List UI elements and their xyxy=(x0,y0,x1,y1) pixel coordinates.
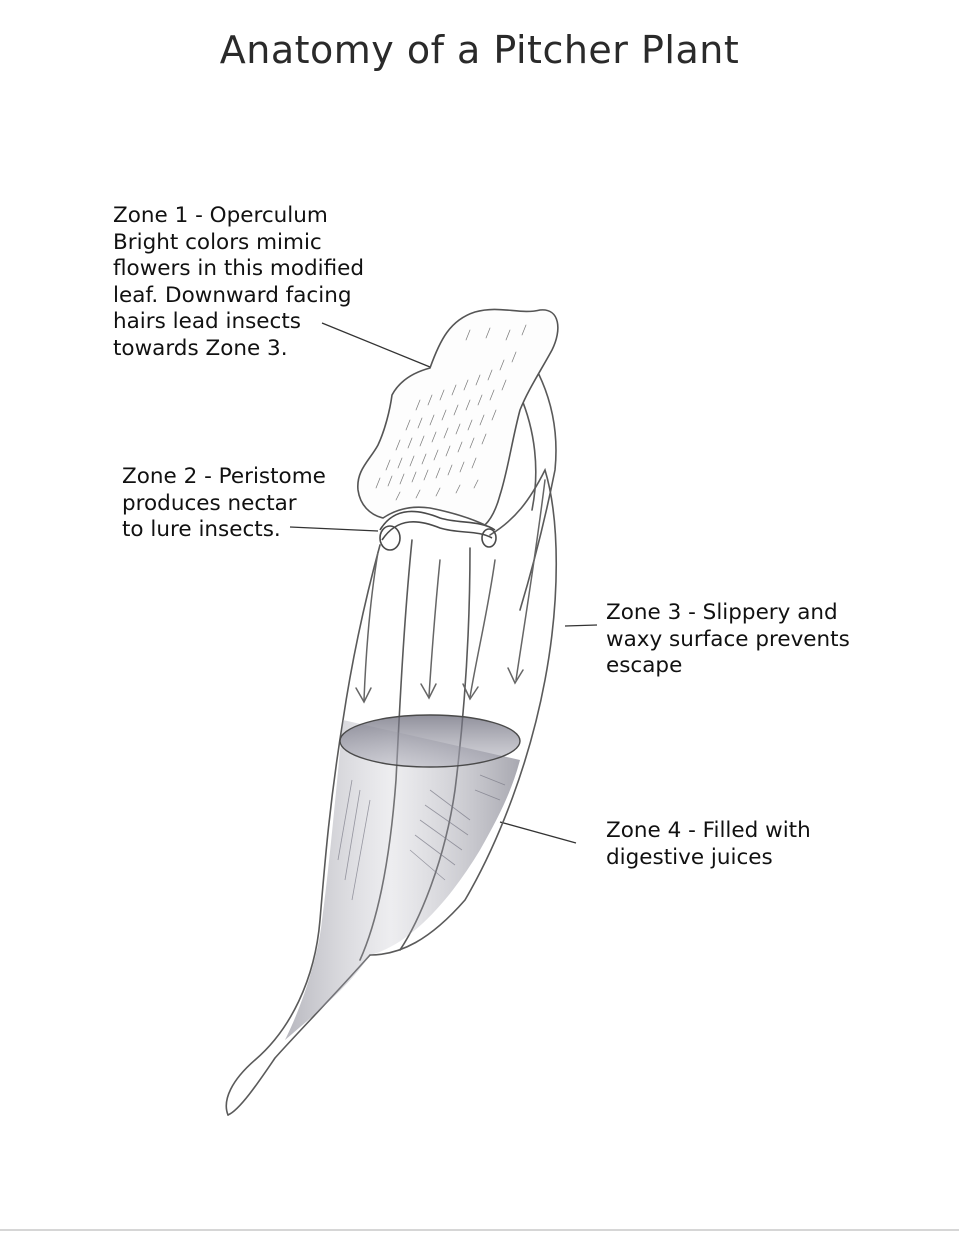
digestive-fluid-shading xyxy=(285,720,520,1040)
page-edge xyxy=(0,1229,959,1231)
zone2-label: Zone 2 - Peristome produces nectar to lu… xyxy=(122,464,326,544)
zone3-line: waxy surface prevents xyxy=(606,626,850,652)
zone2-line: Zone 2 - Peristome xyxy=(122,464,326,489)
zone1-label: Zone 1 - Operculum Bright colors mimic f… xyxy=(113,203,364,362)
downward-arrows xyxy=(355,479,546,704)
arrow-4 xyxy=(515,479,546,681)
zone4-label: Zone 4 - Filled with digestive juices xyxy=(606,818,811,871)
zone4-line: digestive juices xyxy=(606,844,773,870)
zone3-leader-line xyxy=(564,624,598,627)
operculum-lid xyxy=(357,308,559,526)
zone1-line: leaf. Downward facing xyxy=(113,282,352,308)
zone2-leader-line xyxy=(289,526,379,532)
zone4-line: Zone 4 - Filled with xyxy=(606,818,811,843)
fluid-surface xyxy=(339,714,521,768)
zone4-leader-line xyxy=(499,821,577,844)
arrow-2 xyxy=(428,559,441,697)
zone3-label: Zone 3 - Slippery and waxy surface preve… xyxy=(606,600,850,680)
zone1-line: Bright colors mimic xyxy=(113,229,322,255)
zone3-line: escape xyxy=(606,653,683,678)
operculum-hairs xyxy=(375,324,527,501)
zone1-line: towards Zone 3. xyxy=(113,335,288,361)
zone2-line: produces nectar xyxy=(122,490,297,516)
arrow-1 xyxy=(363,551,379,701)
zone2-line: to lure insects. xyxy=(122,517,281,542)
fluid-hatching xyxy=(337,774,506,901)
zone1-line: flowers in this modified xyxy=(113,256,365,281)
peristome-rim xyxy=(379,510,497,551)
diagram-title: Anatomy of a Pitcher Plant xyxy=(219,28,740,72)
zone3-line: Zone 3 - Slippery and xyxy=(606,600,838,625)
arrow-3 xyxy=(469,559,496,698)
zone1-line: Zone 1 - Operculum xyxy=(113,203,328,228)
zone1-line: hairs lead insects xyxy=(113,309,301,334)
zone1-leader-line xyxy=(321,322,431,368)
